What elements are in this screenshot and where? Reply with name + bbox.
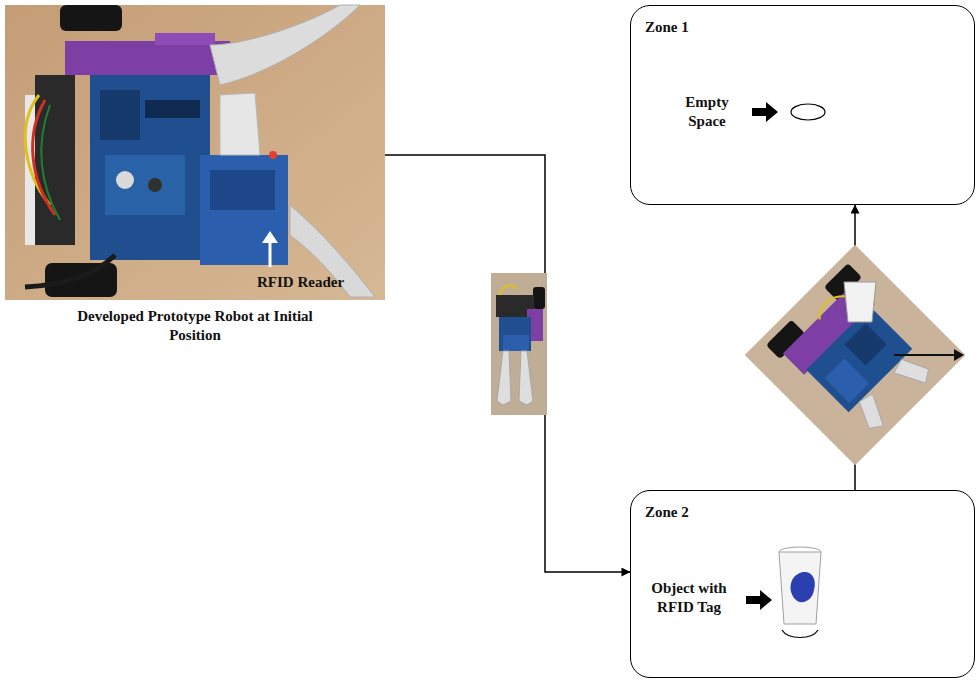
zone-title: Zone 1 (645, 18, 765, 37)
zone-note: Object with RFID Tag (639, 579, 739, 617)
photo-content (5, 5, 385, 300)
empty-space-ellipse (791, 104, 825, 120)
direction-arrow (894, 349, 964, 361)
pointer-arrow (746, 590, 772, 610)
thumbnail-content (491, 273, 547, 415)
pointer-arrow (752, 102, 778, 122)
carried-cup (844, 282, 876, 322)
flow-connector (385, 155, 630, 572)
rotated-photo-content (745, 245, 966, 466)
zone-title: Zone 2 (645, 503, 765, 522)
zone-box: Zone 2 Object with RFID Tag (630, 490, 975, 678)
empty-space-symbols (748, 98, 838, 128)
robot-thumbnail (491, 273, 547, 415)
photo-node: RFID ReaderDeveloped Prototype Robot at … (5, 5, 385, 300)
robot-rotated-photo (744, 244, 966, 466)
part-label: RFID Reader (257, 273, 367, 292)
cup-with-tag (779, 547, 821, 638)
tagged-object-symbols (742, 544, 832, 644)
zone-box: Zone 1 Empty Space (630, 5, 975, 205)
robot-photo (5, 5, 385, 300)
figure-caption: Developed Prototype Robot at Initial Pos… (75, 307, 315, 345)
zone-note: Empty Space (667, 93, 747, 131)
